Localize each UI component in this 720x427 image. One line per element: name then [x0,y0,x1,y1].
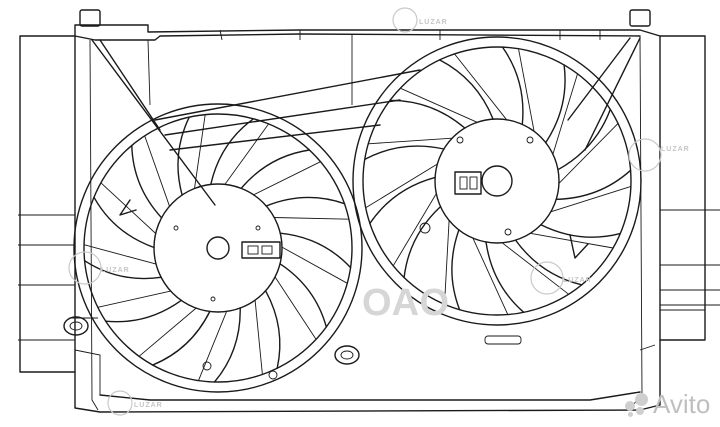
luzar-circle-logo: LUZAR [68,251,130,285]
fan-blade [279,232,352,269]
svg-text:LUZAR: LUZAR [419,19,448,26]
fan-blade-edge [365,163,438,209]
fan-blade [451,229,461,311]
fan-blade-edge [138,307,197,357]
luzar-circle-logo: LUZAR [530,261,592,295]
fan-blade-edge [144,135,170,207]
avito-wordmark: Avito [653,389,711,419]
fan-blade-edge [97,290,171,308]
left-mount-grommet [63,316,89,336]
left-fan-blades [83,114,352,383]
svg-text:LUZAR: LUZAR [661,146,690,153]
fan-blade [403,205,442,279]
fan-blade [265,196,346,207]
fan-blade-edge [198,311,228,381]
fan-blade-edge [552,73,578,155]
fan-blade-edge [83,244,157,265]
fan-blade-edge [501,242,569,295]
fan-blade [93,196,155,249]
fan-blade-edge [550,185,632,213]
fan-blade [131,144,163,219]
left-fan [63,103,363,393]
fan-blade [240,149,311,189]
fan-blade [438,59,494,120]
fan-blade-edge [558,123,619,184]
fan-blade [501,46,524,126]
fan-blade-edge [194,114,206,189]
luzar-circle-logo: LUZAR [107,390,163,416]
fan-blade-edge [400,87,478,123]
fan-blade-edge [100,182,157,234]
fan-blade-edge [518,48,535,132]
fan-blade-edge [281,246,348,284]
right-rotation-arrow-icon [569,234,589,259]
right-fan-blades [364,46,632,315]
fan-blade-edge [254,300,263,375]
fan-blade [545,64,566,144]
fan-blade [555,169,632,200]
fan-blade-edge [253,161,321,196]
fan-blade [364,145,445,161]
left-rotation-arrow-icon [119,199,137,216]
fan-blade-edge [224,123,269,185]
fan-blade [279,263,327,328]
luzar-circle-logo: LUZAR [628,138,690,172]
fan-blade-edge [454,53,508,121]
left-motor-connector [241,241,281,259]
fan-blade [540,224,621,238]
fan-blade [389,99,466,129]
fan-blade-edge [392,193,437,267]
fan-blade-edge [444,220,450,305]
fan-blade-edge [274,276,317,340]
luzar-circle-logo: LUZAR [392,7,448,33]
fan-blade-edge [472,237,509,315]
fan-blade [177,116,190,196]
fan-blade [213,307,241,383]
right-fan [352,36,642,326]
fan-blade [369,176,436,225]
left-lower-grommet [334,345,360,365]
fan-blade [210,118,255,186]
fan-blade [152,310,211,366]
fan-blade [514,239,583,286]
right-motor-connector [454,171,482,195]
shroud-frame [18,9,720,413]
fan-blade [83,260,162,280]
watermark-logos: LUZAR LUZAR LUZAR LUZAR LUZAR [68,7,690,416]
fan-blade [485,241,525,313]
fan-blade [105,299,182,323]
fan-blade-edge [274,217,349,220]
fan-blade [264,290,281,369]
fan-blade-edge [368,137,453,145]
avito-dots-logo [625,392,649,417]
brand-watermark: ОАО [362,282,451,324]
fan-blade [557,108,611,171]
svg-text:LUZAR: LUZAR [134,402,163,409]
svg-text:LUZAR: LUZAR [101,267,130,274]
svg-text:LUZAR: LUZAR [563,277,592,284]
avito-watermark: Avito [625,389,710,420]
